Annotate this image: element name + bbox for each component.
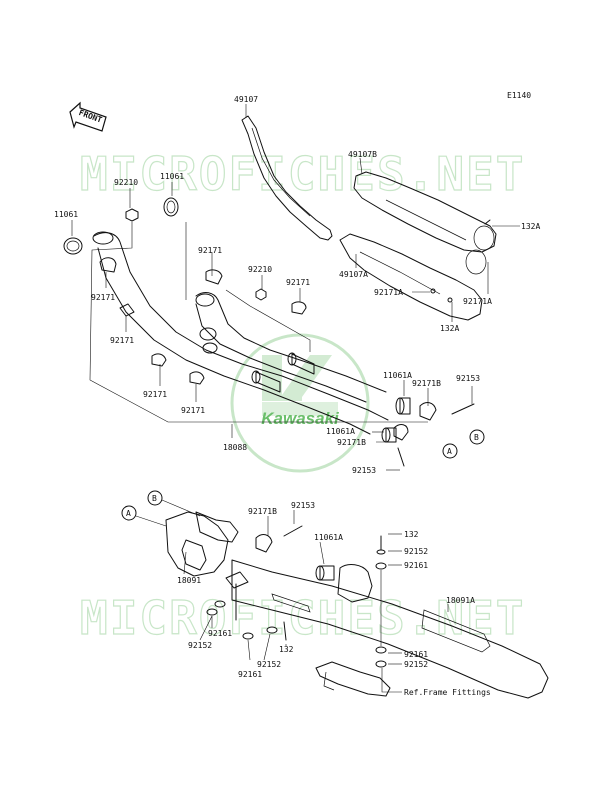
label-18088: 18088 (223, 443, 247, 452)
nut-92210-left (125, 208, 139, 222)
callouts-top: B A (442, 429, 485, 459)
callout-b-top: B (474, 433, 479, 442)
muffler-18091A (231, 559, 549, 699)
hardware-bottom (206, 525, 387, 668)
label-92171B-top: 92171B (412, 379, 441, 388)
label-132-bottom: 132 (279, 645, 294, 654)
label-92152-left: 92152 (188, 641, 212, 650)
label-92171B-mid: 92171B (337, 438, 366, 447)
label-18091A: 18091A (446, 596, 475, 605)
label-132-right: 132 (404, 530, 419, 539)
label-11061-left: 11061 (54, 210, 78, 219)
label-92171-e: 92171 (143, 390, 167, 399)
label-49107B: 49107B (348, 150, 377, 159)
collars-11061A-92171B (381, 397, 475, 467)
heat-shield-49107 (241, 115, 333, 241)
label-92161-right-bottom: 92161 (404, 650, 428, 659)
label-92153-top: 92153 (456, 374, 480, 383)
label-92171-b: 92171 (286, 278, 310, 287)
label-11061A-bottom: 11061A (314, 533, 343, 542)
callout-b-bottom: B (152, 494, 157, 503)
connector-pipes (251, 352, 315, 393)
label-92153-mid: 92153 (352, 466, 376, 475)
muffler-18091 (165, 511, 249, 621)
diagram-code: E1140 (507, 91, 531, 100)
label-92171A-left: 92171A (374, 288, 403, 297)
label-92161-bottom: 92161 (238, 670, 262, 679)
watermark-text-top: MICROFICHES.NET (80, 147, 525, 201)
part-labels: 49107 49107B 132A 49107A 92171A 92171A 1… (54, 95, 540, 697)
kawasaki-logo: Kawasaki (230, 333, 370, 473)
label-18091: 18091 (177, 576, 201, 585)
callouts-bottom: B A (121, 490, 201, 527)
heat-shield-49107A (339, 233, 487, 321)
label-49107A: 49107A (339, 270, 368, 279)
watermark-text-bottom: MICROFICHES.NET (80, 591, 525, 645)
label-92161-right-top: 92161 (404, 561, 428, 570)
clamp-92171A-screws (430, 219, 491, 303)
label-92171-a: 92171 (198, 246, 222, 255)
label-92161-left: 92161 (208, 629, 232, 638)
nut-92210-right (255, 288, 267, 301)
gasket-11061-left (63, 237, 83, 255)
logo-text: Kawasaki (261, 409, 340, 428)
gasket-11061-top (163, 197, 179, 217)
callout-a-top: A (447, 447, 452, 456)
label-92171-c: 92171 (91, 293, 115, 302)
label-92171B-bottom: 92171B (248, 507, 277, 516)
leader-lines-top (71, 104, 520, 471)
label-92171-f: 92171 (181, 406, 205, 415)
label-92152-right-top: 92152 (404, 547, 428, 556)
heat-shield-49107B (353, 171, 497, 253)
label-92153-bottom: 92153 (291, 501, 315, 510)
label-ref-frame-fittings: Ref.Frame Fittings (404, 688, 491, 697)
exhaust-pipe-18088 (92, 231, 389, 435)
label-11061-top: 11061 (160, 172, 184, 181)
label-11061A-mid: 11061A (326, 427, 355, 436)
clamps-92171 (99, 257, 307, 385)
callout-a-bottom: A (126, 509, 131, 518)
label-11061A-top: 11061A (383, 371, 412, 380)
watermark: MICROFICHES.NET MICROFICHES.NET Kawasaki (79, 146, 525, 645)
label-132A-bottom: 132A (440, 324, 459, 333)
label-49107: 49107 (234, 95, 258, 104)
label-92152-bottom: 92152 (257, 660, 281, 669)
label-92210-mid: 92210 (248, 265, 272, 274)
label-92152-right-bottom: 92152 (404, 660, 428, 669)
label-92210-top: 92210 (114, 178, 138, 187)
label-92171A-right: 92171A (463, 297, 492, 306)
leader-lines-bottom (183, 510, 449, 693)
label-132A-top: 132A (521, 222, 540, 231)
front-arrow-marker: FRONT (69, 101, 107, 132)
label-92171-d: 92171 (110, 336, 134, 345)
